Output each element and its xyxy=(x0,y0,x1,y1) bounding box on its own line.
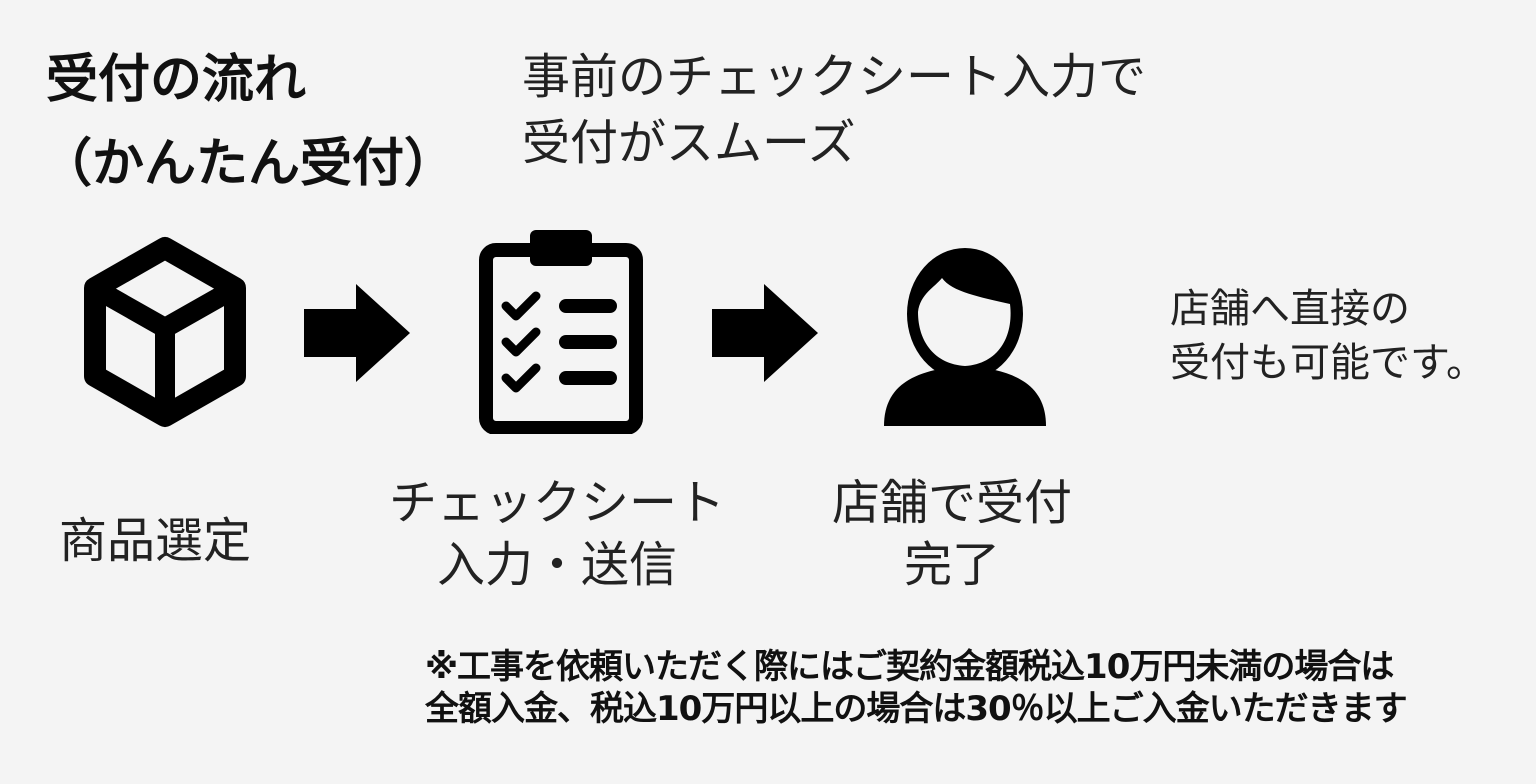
lead-line-2: 受付がスムーズ xyxy=(522,115,856,171)
footnote: ※工事を依頼いただく際にはご契約金額税込10万円未満の場合は 全額入金、税込10… xyxy=(425,646,1408,730)
arrow-right-icon xyxy=(304,284,410,382)
lead-text: 事前のチェックシート入力で 受付がスムーズ xyxy=(522,44,1146,176)
arrow-right-icon xyxy=(712,284,818,382)
step-label-line: 入力・送信 xyxy=(436,537,677,593)
step-label-checksheet: チェックシート 入力・送信 xyxy=(340,472,774,596)
footnote-line-2: 全額入金、税込10万円以上の場合は30％以上ご入金いただきます xyxy=(425,689,1408,729)
title-line-1: 受付の流れ xyxy=(46,50,307,110)
side-note: 店舗へ直接の 受付も可能です。 xyxy=(1170,282,1486,390)
step-label-line: 商品選定 xyxy=(58,513,251,569)
title-line-2: （かんたん受付） xyxy=(40,134,457,194)
step-label-line: チェックシート xyxy=(388,475,725,531)
step-label-line: 完了 xyxy=(903,537,1000,593)
clipboard-checklist-icon xyxy=(479,230,643,434)
footnote-line-1: ※工事を依頼いただく際にはご契約金額税込10万円未満の場合は xyxy=(425,647,1394,687)
side-note-line-2: 受付も可能です。 xyxy=(1170,340,1486,386)
side-note-line-1: 店舗へ直接の xyxy=(1170,286,1410,332)
lead-line-1: 事前のチェックシート入力で xyxy=(522,49,1147,105)
box-icon xyxy=(84,237,246,427)
person-icon xyxy=(884,248,1046,426)
page-title: 受付の流れ （かんたん受付） xyxy=(40,38,456,206)
step-label-product-selection: 商品選定 xyxy=(20,510,290,572)
step-label-store-reception: 店舗で受付 完了 xyxy=(790,472,1114,596)
step-label-line: 店舗で受付 xyxy=(831,475,1072,531)
